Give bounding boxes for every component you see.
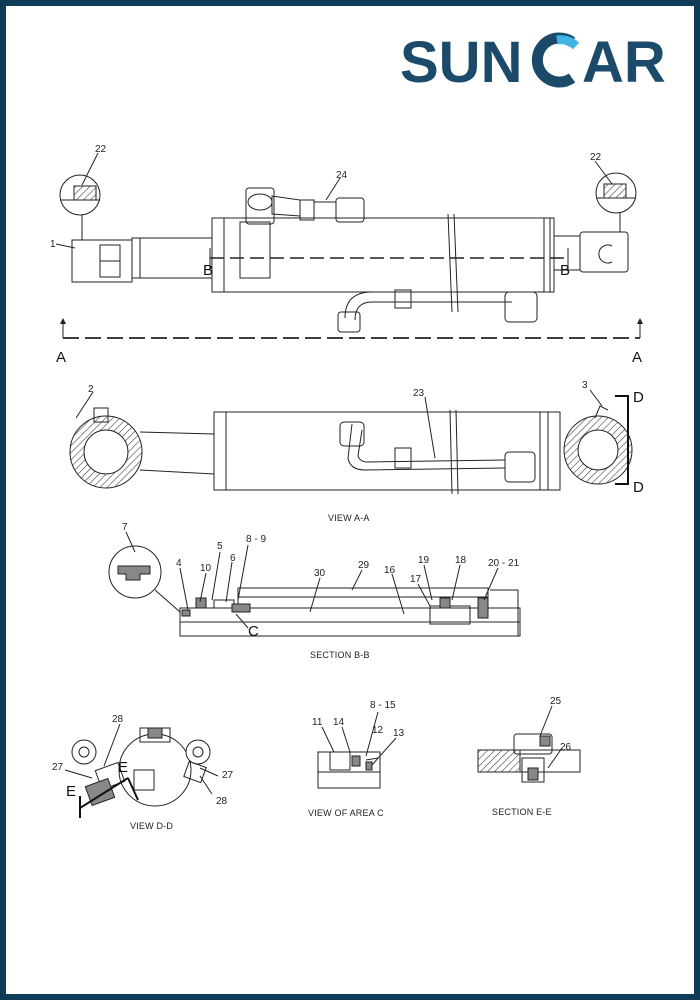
- section-mark-d-bottom: D: [633, 479, 644, 496]
- callout-24: 24: [336, 170, 348, 181]
- callout-6: 6: [230, 553, 236, 564]
- section-mark-e-left: E: [66, 783, 76, 800]
- callout-22-left: 22: [95, 144, 107, 155]
- section-mark-d-top: D: [633, 389, 644, 406]
- callout-27-left: 27: [52, 762, 64, 773]
- section-mark-b-left: B: [203, 262, 213, 279]
- caption-view-aa: VIEW A-A: [328, 513, 370, 523]
- area-mark-c: C: [248, 623, 259, 640]
- barrel-aa: [213, 411, 561, 491]
- logo-text-ar: AR: [582, 30, 666, 90]
- top-cylinder-view: [55, 152, 643, 339]
- callout-30: 30: [314, 568, 326, 579]
- callout-4: 4: [176, 558, 182, 569]
- callout-19: 19: [418, 555, 430, 566]
- callout-2: 2: [88, 384, 94, 395]
- callout-18: 18: [455, 555, 467, 566]
- callout-26: 26: [560, 742, 572, 753]
- callout-12: 12: [372, 725, 384, 736]
- caption-section-bb: SECTION B-B: [310, 650, 370, 660]
- section-bb-drawing: [108, 531, 521, 637]
- logo-text-sun: SUN: [400, 30, 522, 90]
- section-ee-drawing: [477, 705, 581, 783]
- callout-13: 13: [393, 728, 405, 739]
- c-arc-logo-icon: [531, 32, 580, 88]
- callout-10: 10: [200, 563, 212, 574]
- lower-tube: [344, 291, 512, 319]
- view-aa-drawing: [69, 389, 633, 495]
- port-fitting: [245, 187, 275, 225]
- callout-28-top: 28: [112, 714, 124, 725]
- callout-16: 16: [384, 565, 396, 576]
- callout-11: 11: [312, 717, 323, 728]
- callout-3: 3: [582, 380, 588, 391]
- callout-8-9: 8 - 9: [246, 534, 266, 545]
- suncar-logo: SUN AR: [400, 30, 666, 90]
- callout-8-15: 8 - 15: [370, 700, 396, 711]
- section-mark-a-right: A: [632, 349, 642, 366]
- callout-23: 23: [413, 388, 425, 399]
- section-mark-a-left: A: [56, 349, 66, 366]
- callout-14: 14: [333, 717, 345, 728]
- callout-27-right: 27: [222, 770, 234, 781]
- section-mark-b-right: B: [560, 262, 570, 279]
- callout-28-bottom: 28: [216, 796, 228, 807]
- right-clevis: [579, 231, 629, 273]
- view-dd-drawing: [64, 723, 219, 818]
- cylinder-barrel: [211, 217, 555, 293]
- callout-29: 29: [358, 560, 370, 571]
- callout-5: 5: [217, 541, 223, 552]
- callout-1: 1: [50, 239, 56, 250]
- callout-7: 7: [122, 522, 128, 533]
- caption-view-area-c: VIEW OF AREA C: [308, 808, 384, 818]
- callout-22-right: 22: [590, 152, 602, 163]
- view-area-c-drawing: [317, 711, 397, 789]
- caption-view-dd: VIEW D-D: [130, 821, 173, 831]
- callout-25: 25: [550, 696, 562, 707]
- piston-rod: [131, 237, 213, 279]
- section-mark-e-right: E: [118, 759, 128, 776]
- hydraulic-tube-24: [299, 199, 315, 221]
- caption-section-ee: SECTION E-E: [492, 807, 552, 817]
- callout-20-21: 20 - 21: [488, 558, 520, 569]
- callout-17: 17: [410, 574, 422, 585]
